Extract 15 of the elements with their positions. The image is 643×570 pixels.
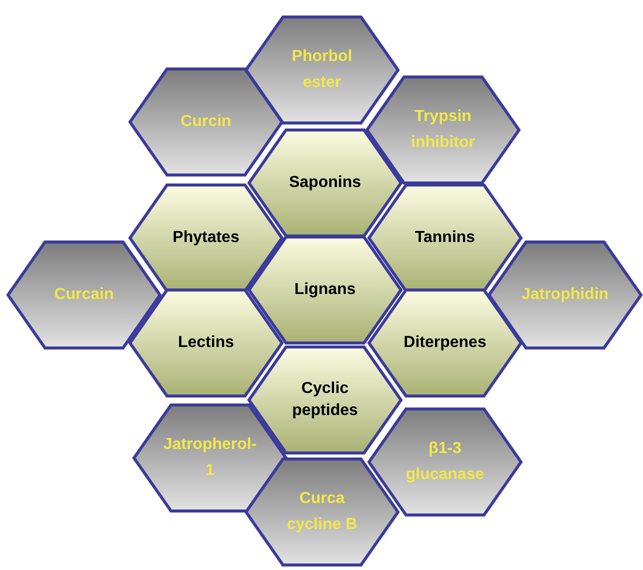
hexagon-label: Curcain (53, 285, 115, 305)
hexagon-label: Jatrophidin (520, 285, 610, 305)
hexagon-label: Phytates (172, 228, 240, 248)
hexagon-label: Lectins (176, 333, 235, 353)
hexagon-label: Curcin (180, 112, 232, 132)
hexagon-label: Jatropherol-1 (162, 435, 258, 481)
hexagon-label: β1-3 glucanase (404, 439, 486, 485)
hexagon-label: Curca cycline B (286, 489, 358, 535)
hexagon-label: Diterpenes (402, 333, 488, 353)
hexagon-label: Phorbol ester (290, 47, 354, 93)
hexagon-label: Cyclic peptides (291, 379, 359, 421)
hexagon-label: Trypsin inhibitor (410, 107, 476, 153)
hexagon-label: Saponins (288, 173, 362, 193)
hexagon-label: Lignans (293, 280, 357, 300)
hexagon-label: Tannins (414, 228, 476, 248)
